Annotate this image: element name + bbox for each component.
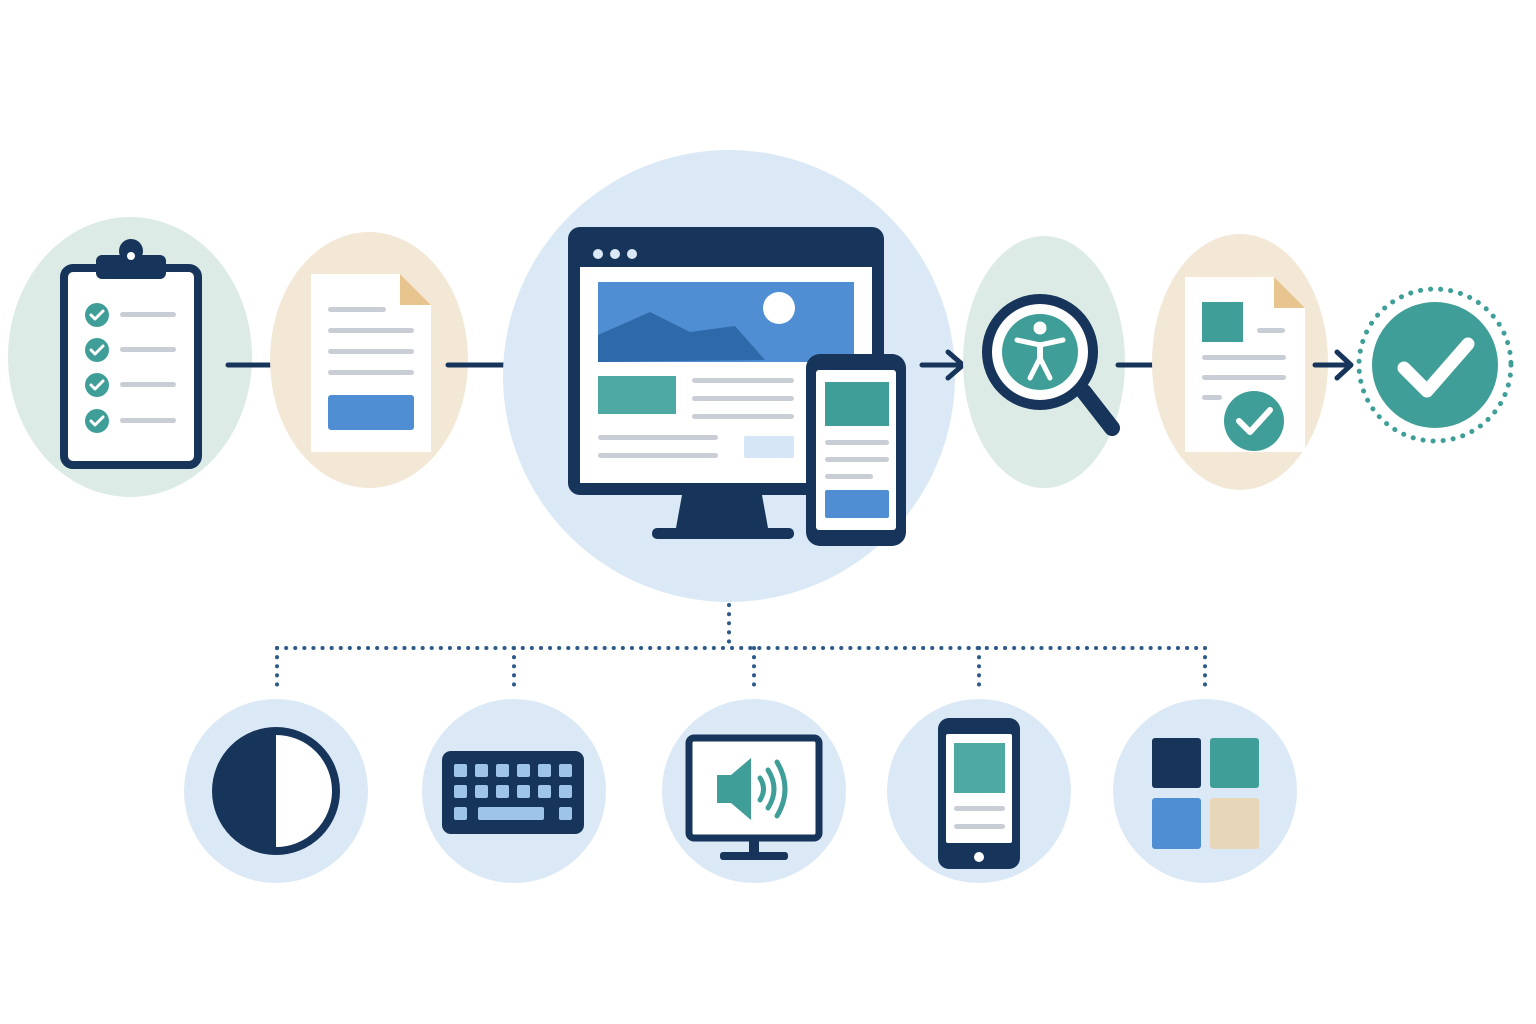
feature-audio	[662, 699, 846, 883]
feature-color-palette	[1113, 699, 1297, 883]
accessibility-magnifier-icon	[982, 294, 1120, 436]
flow-arrow	[1312, 349, 1354, 381]
step-complete	[1356, 286, 1514, 444]
step-document	[270, 232, 468, 488]
responsive-website-icon	[568, 227, 906, 546]
step-approved-document	[1152, 234, 1328, 490]
mobile-device-icon	[938, 718, 1020, 869]
step-checklist	[8, 217, 252, 497]
step-responsive-website	[503, 150, 955, 602]
feature-background	[1113, 699, 1297, 883]
flow-arrow	[919, 349, 966, 381]
dotted-ring	[1356, 286, 1514, 444]
contrast-icon	[212, 727, 340, 855]
keyboard-icon	[442, 751, 584, 834]
feature-mobile	[887, 699, 1071, 883]
feature-connector-lines	[275, 603, 1207, 692]
checklist-clipboard-icon	[60, 239, 202, 469]
feature-keyboard	[422, 699, 606, 883]
approved-document-icon	[1185, 277, 1305, 452]
step-accessibility-audit	[963, 236, 1125, 488]
color-palette-icon	[1152, 738, 1259, 849]
completed-check-icon	[1372, 302, 1498, 428]
audio-monitor-icon	[685, 734, 823, 860]
feature-contrast	[184, 699, 368, 883]
document-with-button-icon	[311, 274, 431, 452]
